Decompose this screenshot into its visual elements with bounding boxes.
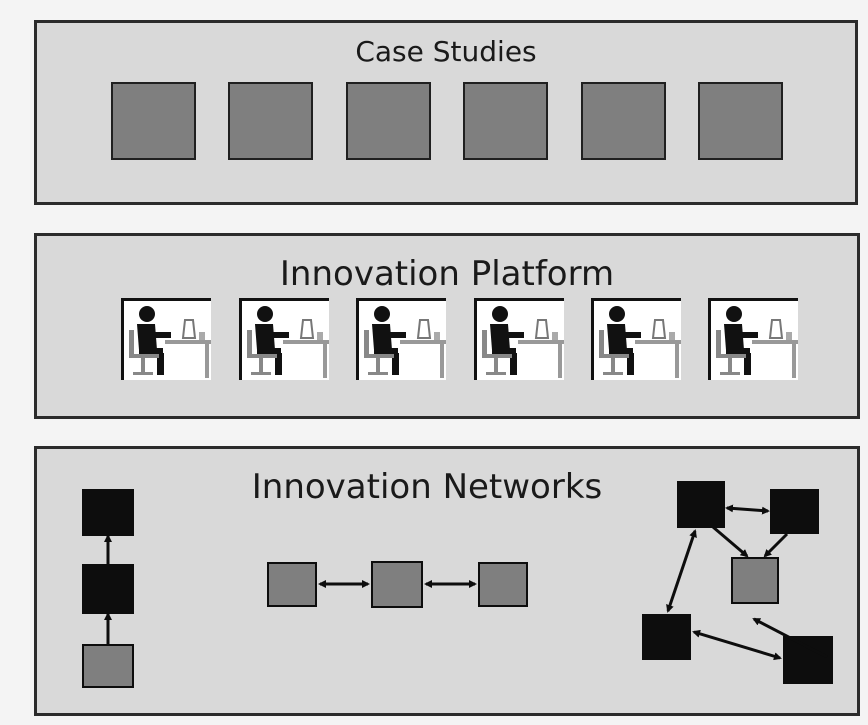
workstation-icon	[708, 298, 798, 380]
mesh-arrow-e-up	[752, 617, 828, 659]
line-node-center	[371, 561, 423, 608]
line-node-left	[267, 562, 317, 607]
innovation-networks-panel: Innovation Networks	[34, 446, 860, 716]
mesh-arrow-a-d	[666, 529, 697, 613]
chain-node-bottom	[82, 644, 134, 688]
mesh-arrow-b-c	[763, 532, 789, 558]
case-study-box	[228, 82, 313, 160]
workstation-icon	[239, 298, 329, 380]
case-study-box	[463, 82, 548, 160]
case-study-box	[346, 82, 431, 160]
mesh-arrow-a-c	[712, 525, 749, 558]
chain-node-top	[82, 489, 134, 536]
network-diagram	[82, 481, 833, 688]
workstation-icon	[356, 298, 446, 380]
innovation-platform-panel: Innovation Platform	[34, 233, 860, 419]
mesh-node-d	[642, 614, 691, 660]
workstation-icon	[591, 298, 681, 380]
case-studies-title: Case Studies	[355, 35, 537, 68]
mesh-node-b	[770, 489, 819, 534]
case-study-box	[698, 82, 783, 160]
case-study-box	[111, 82, 196, 160]
workstation-icon	[121, 298, 211, 380]
innovation-networks-title: Innovation Networks	[251, 467, 603, 507]
mesh-node-e	[783, 636, 833, 684]
case-studies-panel: Case Studies	[34, 20, 858, 205]
mesh-arrow-d-e	[692, 629, 782, 661]
chain-node-middle	[82, 564, 134, 614]
mesh-node-c	[731, 557, 779, 604]
innovation-platform-title: Innovation Platform	[279, 254, 615, 294]
case-study-box	[581, 82, 666, 160]
mesh-arrow-a-b	[725, 504, 770, 515]
line-node-right	[478, 562, 528, 607]
workstation-icon	[474, 298, 564, 380]
mesh-node-a	[677, 481, 725, 528]
